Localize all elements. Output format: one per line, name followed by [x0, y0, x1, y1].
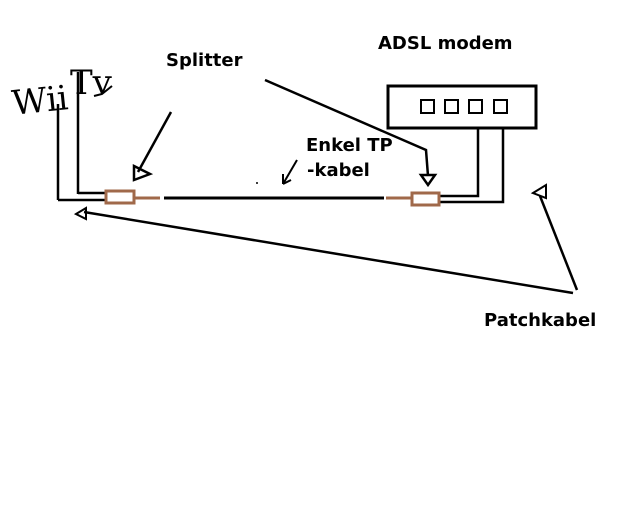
- label-tv: Tv: [70, 63, 112, 103]
- right-splitter: [410, 191, 441, 207]
- splitter-arrowhead-right: [418, 173, 438, 188]
- patchkabel-arrowhead-left: [73, 206, 87, 221]
- adsl-modem-box: [386, 84, 538, 130]
- tv-handwriting-stroke: [93, 85, 113, 97]
- patchkabel-arrow-left: [83, 210, 574, 295]
- label-enkel-tp-line2: -kabel: [307, 160, 370, 181]
- label-enkel-tp-line1: Enkel TP: [306, 135, 393, 156]
- label-adsl-modem: ADSL modem: [378, 33, 513, 54]
- modem-port-3: [468, 99, 483, 114]
- label-splitter: Splitter: [166, 50, 243, 71]
- modem-patch-cable-inner: [440, 128, 480, 198]
- splitter-arrowhead-left: [132, 163, 154, 182]
- left-splitter: [104, 189, 136, 205]
- modem-port-4: [493, 99, 508, 114]
- label-patchkabel: Patchkabel: [484, 310, 597, 331]
- stray-dot: [256, 182, 258, 184]
- splitter-arrow-right: [264, 78, 430, 177]
- label-wii: Wii: [10, 78, 71, 124]
- enkel-tp-arrow: [282, 159, 298, 185]
- modem-port-1: [420, 99, 435, 114]
- patchkabel-arrow-right: [538, 195, 579, 291]
- splitter-arrow-left: [136, 111, 173, 173]
- patchkabel-arrowhead-right: [530, 183, 547, 200]
- modem-port-2: [444, 99, 459, 114]
- modem-patch-cable-outer: [440, 128, 505, 204]
